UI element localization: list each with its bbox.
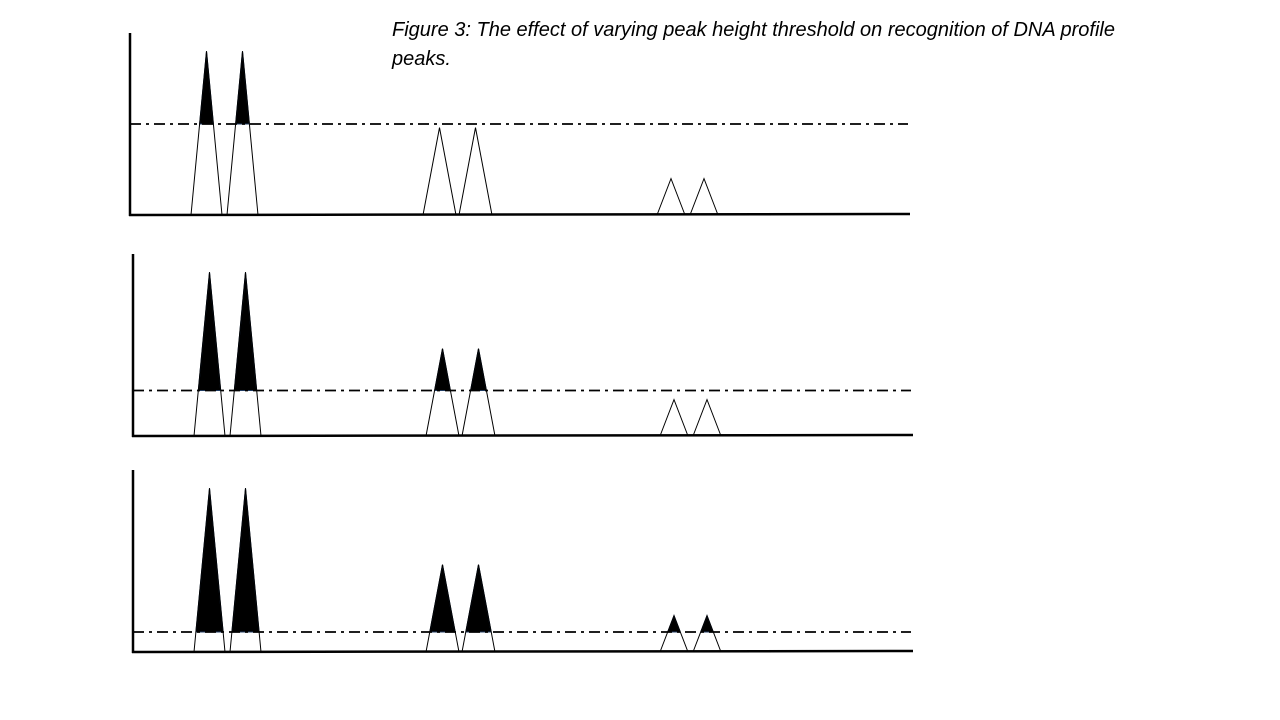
peak-detected-area xyxy=(469,348,488,391)
peak-outline xyxy=(656,177,686,216)
peak-outline xyxy=(425,348,460,437)
peak-detected-area xyxy=(429,564,456,633)
peak-outline xyxy=(692,398,722,437)
peak-p3-g2-1 xyxy=(425,564,460,653)
peak-outline xyxy=(659,614,689,653)
baseline-axis xyxy=(131,433,914,438)
peak-detected-area xyxy=(197,272,222,391)
peak-p1-g3-2 xyxy=(689,177,719,216)
peak-p1-g1-1 xyxy=(190,51,223,216)
panel-1 xyxy=(128,33,911,217)
peak-detected-area xyxy=(195,488,224,633)
peak-outline xyxy=(461,348,496,437)
peak-outline xyxy=(689,177,719,216)
peak-p1-g2-2 xyxy=(458,127,493,216)
peak-p2-g1-1 xyxy=(193,272,226,437)
peak-outline xyxy=(229,488,262,653)
figure-caption: Figure 3: The effect of varying peak hei… xyxy=(392,19,1115,70)
peak-outline xyxy=(193,272,226,437)
peak-detected-area xyxy=(433,348,452,391)
peak-p2-g3-1 xyxy=(659,398,689,437)
panel-3 xyxy=(131,470,914,654)
peak-detected-area xyxy=(699,614,715,633)
peak-detected-area xyxy=(233,272,258,391)
peak-detected-area xyxy=(231,488,260,633)
peak-p2-g1-2 xyxy=(229,272,262,437)
peak-p1-g3-1 xyxy=(656,177,686,216)
peak-outline xyxy=(226,51,259,216)
peak-outline xyxy=(692,614,722,653)
peak-p2-g2-1 xyxy=(425,348,460,437)
peak-outline xyxy=(229,272,262,437)
peak-detected-area xyxy=(666,614,682,633)
peak-p2-g2-2 xyxy=(461,348,496,437)
peak-outline xyxy=(422,127,457,216)
peak-p3-g3-1 xyxy=(659,614,689,653)
baseline-axis xyxy=(128,212,911,217)
peak-outline xyxy=(659,398,689,437)
peak-p3-g2-2 xyxy=(461,564,496,653)
peak-p3-g1-2 xyxy=(229,488,262,653)
peak-detected-area xyxy=(235,51,250,125)
baseline-axis xyxy=(131,649,914,654)
peak-p3-g1-1 xyxy=(193,488,226,653)
peak-outline xyxy=(461,564,496,653)
peak-detected-area xyxy=(465,564,492,633)
peak-p1-g1-2 xyxy=(226,51,259,216)
peak-detected-area xyxy=(199,51,214,125)
peak-outline xyxy=(190,51,223,216)
peak-outline xyxy=(193,488,226,653)
peak-outline xyxy=(458,127,493,216)
panel-2 xyxy=(131,254,914,438)
peak-p3-g3-2 xyxy=(692,614,722,653)
peak-p1-g2-1 xyxy=(422,127,457,216)
peak-p2-g3-2 xyxy=(692,398,722,437)
peak-outline xyxy=(425,564,460,653)
